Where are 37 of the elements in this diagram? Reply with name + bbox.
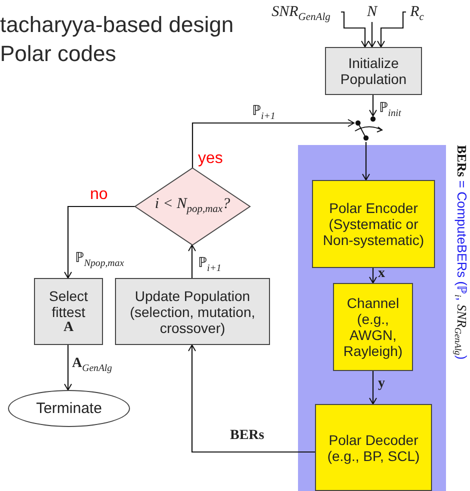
process-box: Channel (e.g., AWGN, Rayleigh) [333,283,413,371]
edge-label: ℙ$_{i+1}$ [198,255,222,274]
process-box [34,278,103,345]
process-box: Polar Decoder (e.g., BP, SCL) [315,404,432,491]
arrow [188,244,196,278]
node-text: N [366,4,377,20]
edge-label: x [378,266,385,282]
arrow [192,119,354,168]
arrow [64,206,135,278]
arrow [369,95,377,116]
process-box: Update Population (selection, mutation, crossover) [115,278,270,345]
node-text: i < N$_{pop,max}$? [154,196,230,216]
arrow [368,22,376,48]
arrow [341,11,369,48]
arrow [369,268,377,284]
node-text: A [63,320,74,336]
process-box: Polar Encoder (Systematic or Non-systematic) [312,180,435,268]
edge-label: ℙ$_{init}$ [379,100,402,119]
branch-label: no [90,186,108,204]
arrow [377,11,406,48]
arrow [362,142,370,180]
node-text: R$_{c}$ [410,4,424,25]
arrow [188,344,315,453]
arrow [369,371,377,404]
arrow [64,345,72,390]
edge-label: BERs [230,428,264,444]
slide-title: tacharyya-based design Polar codes [0,11,235,68]
process-box: Initialize Population [325,47,422,95]
branch-label: yes [198,150,223,168]
edge-label: y [378,376,385,392]
switch-icon [354,116,384,142]
node-text: Select fittest [48,288,89,320]
edge-label: A$_{GenAlg}$ [72,356,112,374]
edge-label: ℙ$_{Npop,max}$ [75,250,124,269]
node-text: SNR$_{GenAlg}$ [272,4,330,25]
edge-label: ℙ$_{i+1}$ [252,103,276,122]
node-text: Terminate [36,400,102,416]
